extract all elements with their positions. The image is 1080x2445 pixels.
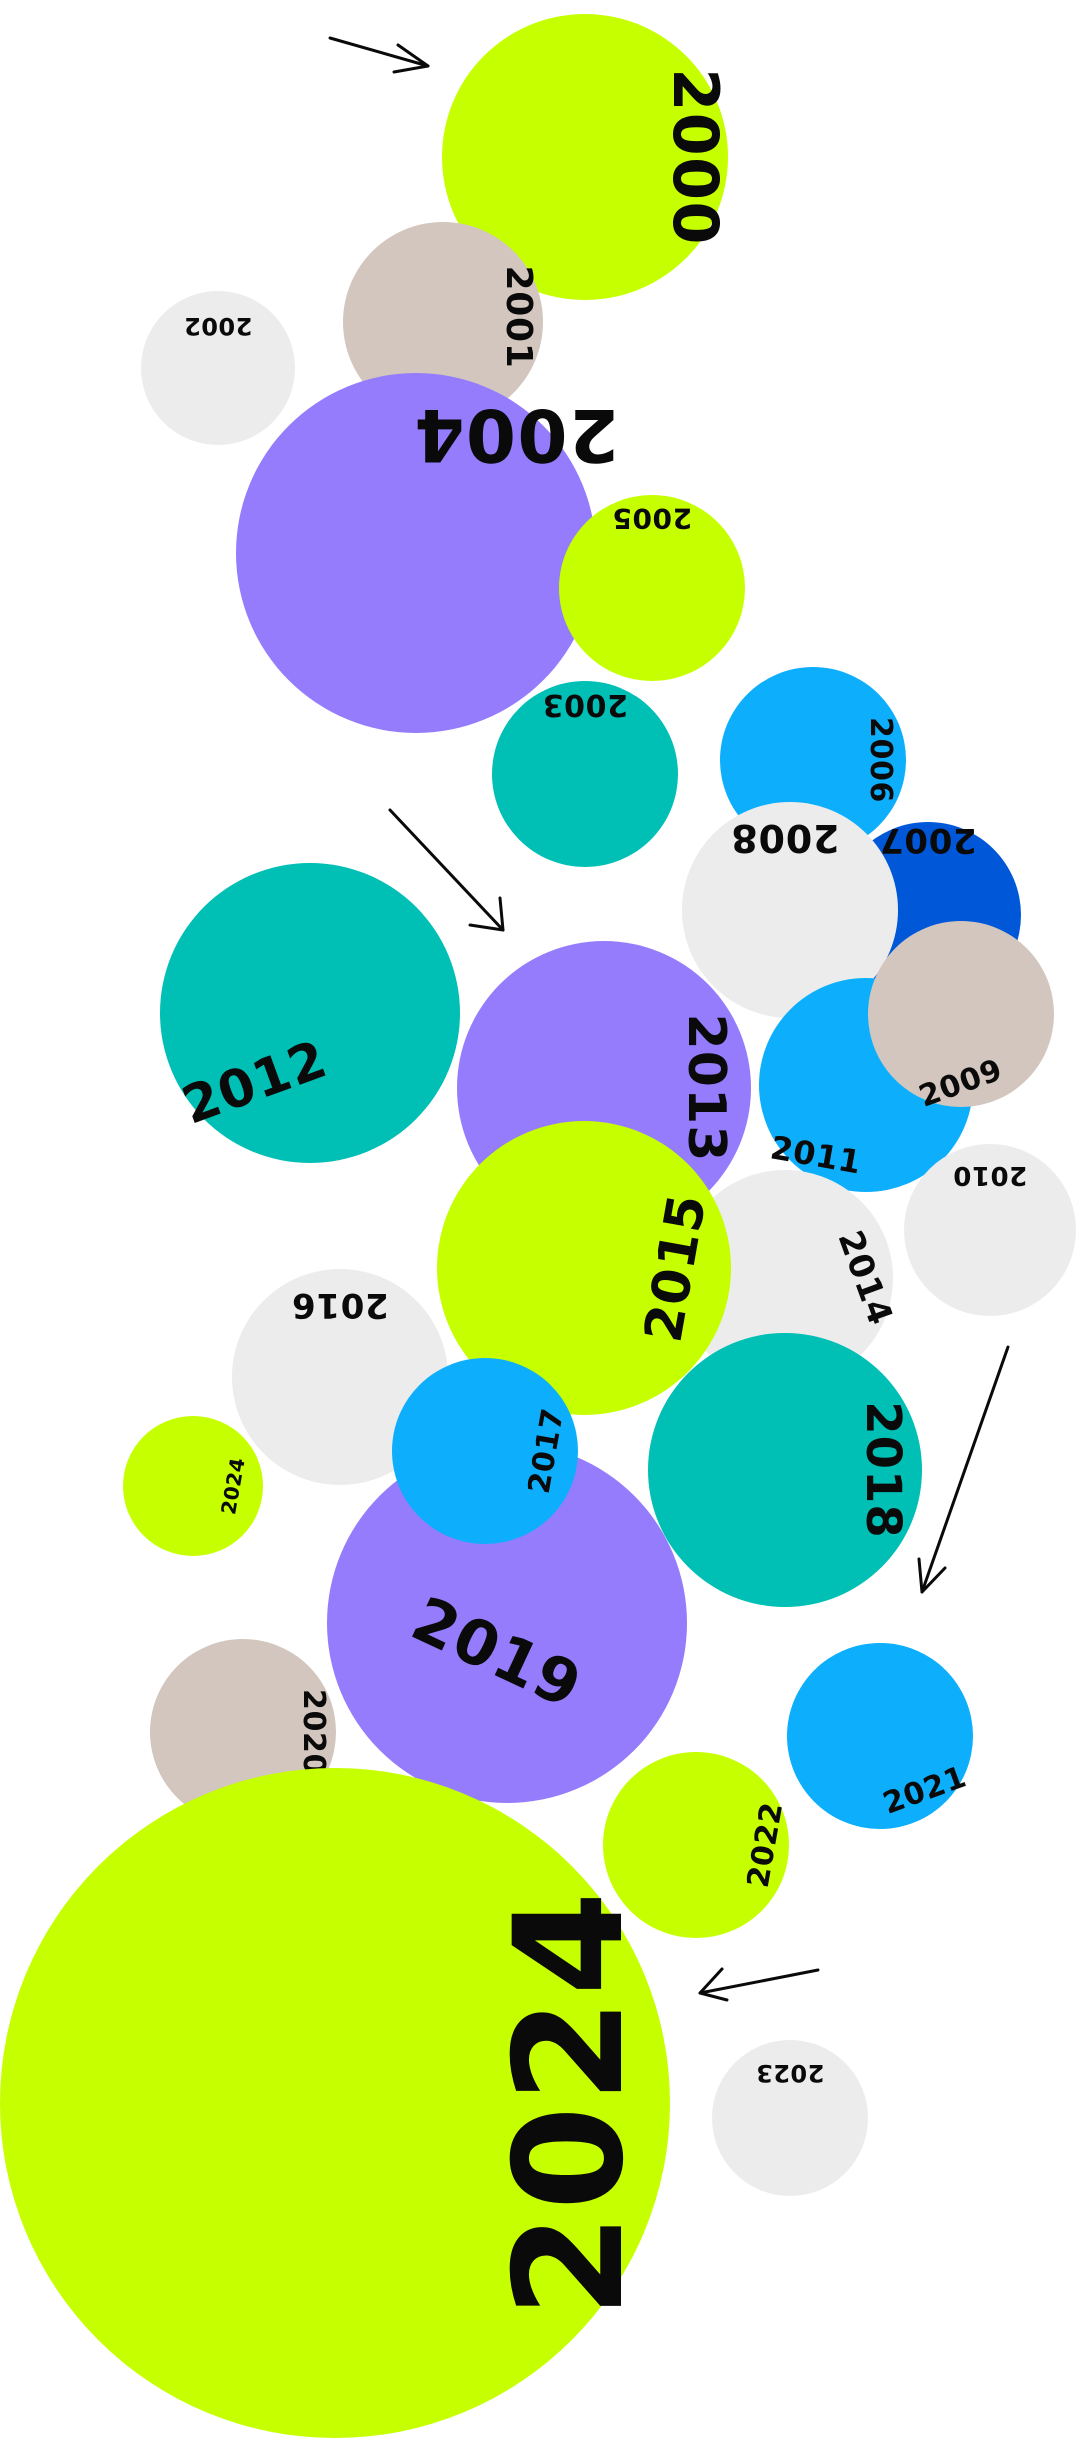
year-bubble-2002: 2002: [141, 291, 295, 445]
year-bubble-2010: 2010: [904, 1144, 1076, 1316]
year-bubble-2003: 2003: [492, 681, 678, 867]
year-label: 2014: [829, 1225, 901, 1331]
year-label: 2003: [542, 687, 628, 722]
year-bubble-2017: 2017: [392, 1358, 578, 1544]
year-bubble-2005: 2005: [559, 495, 745, 681]
year-label: 2008: [730, 816, 840, 860]
year-label: 2002: [183, 312, 253, 340]
year-label: 2021: [878, 1759, 972, 1822]
year-bubble-2018: 2018: [648, 1333, 922, 1607]
year-label: 2000: [659, 68, 732, 246]
year-bubble-2009: 2009: [868, 921, 1054, 1115]
year-label: 2007: [879, 820, 977, 860]
year-bubble-2024: 2024: [0, 1768, 670, 2438]
year-label: 2022: [740, 1799, 791, 1891]
year-label: 2009: [914, 1052, 1008, 1115]
year-label: 2017: [521, 1405, 572, 1497]
year-label: 2005: [611, 502, 693, 535]
year-bubble-2012: 2012: [160, 863, 460, 1163]
year-label: 2024: [216, 1455, 250, 1517]
year-label: 2010: [952, 1160, 1028, 1190]
year-label: 2020: [296, 1689, 331, 1775]
year-label: 2015: [633, 1189, 719, 1347]
year-label: 2016: [291, 1285, 389, 1325]
year-label: 2024: [483, 1888, 657, 2318]
year-label: 2001: [498, 265, 539, 369]
year-label: 2019: [401, 1581, 594, 1724]
year-label: 2004: [412, 393, 620, 477]
year-bubble-2024: 2024: [123, 1416, 263, 1556]
year-label: 2023: [755, 2059, 825, 2087]
year-bubble-2021: 2021: [787, 1643, 973, 1829]
year-label: 2006: [863, 717, 898, 803]
year-bubble-2023: 2023: [712, 2040, 868, 2196]
year-label: 2013: [676, 1013, 736, 1163]
year-bubble-2022: 2022: [603, 1752, 791, 1938]
year-label: 2012: [174, 1029, 336, 1137]
year-bubble-2004: 2004: [236, 373, 619, 733]
year-label: 2018: [855, 1401, 911, 1539]
